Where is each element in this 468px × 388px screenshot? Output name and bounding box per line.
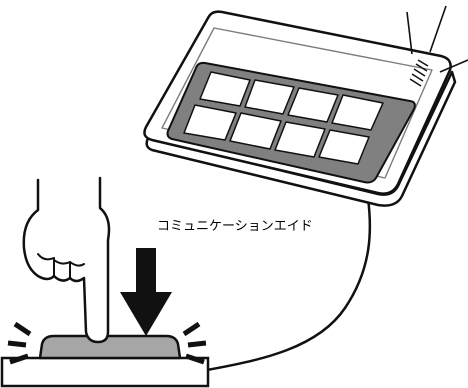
switch-base (0, 356, 210, 388)
cable (206, 197, 372, 372)
press-switch-icon (0, 321, 210, 388)
keypad-keys (183, 71, 384, 165)
key (331, 94, 384, 131)
device-bevel (161, 27, 433, 179)
key (244, 79, 295, 115)
hand-outline (22, 176, 111, 344)
speaker-grille (409, 59, 429, 87)
down-arrow-icon (120, 248, 172, 336)
key (229, 112, 282, 150)
pointing-hand-icon (22, 176, 111, 344)
switch-button (38, 334, 182, 360)
communication-aid-device-icon (143, 5, 468, 207)
key (274, 121, 326, 158)
emphasis-marks (7, 321, 207, 365)
key (318, 129, 370, 165)
key (287, 87, 339, 123)
sound-lines (406, 5, 468, 73)
device-caption: コミュニケーションエイド (157, 219, 313, 234)
key (199, 71, 251, 107)
key (183, 104, 237, 141)
finger-creases (37, 253, 85, 279)
